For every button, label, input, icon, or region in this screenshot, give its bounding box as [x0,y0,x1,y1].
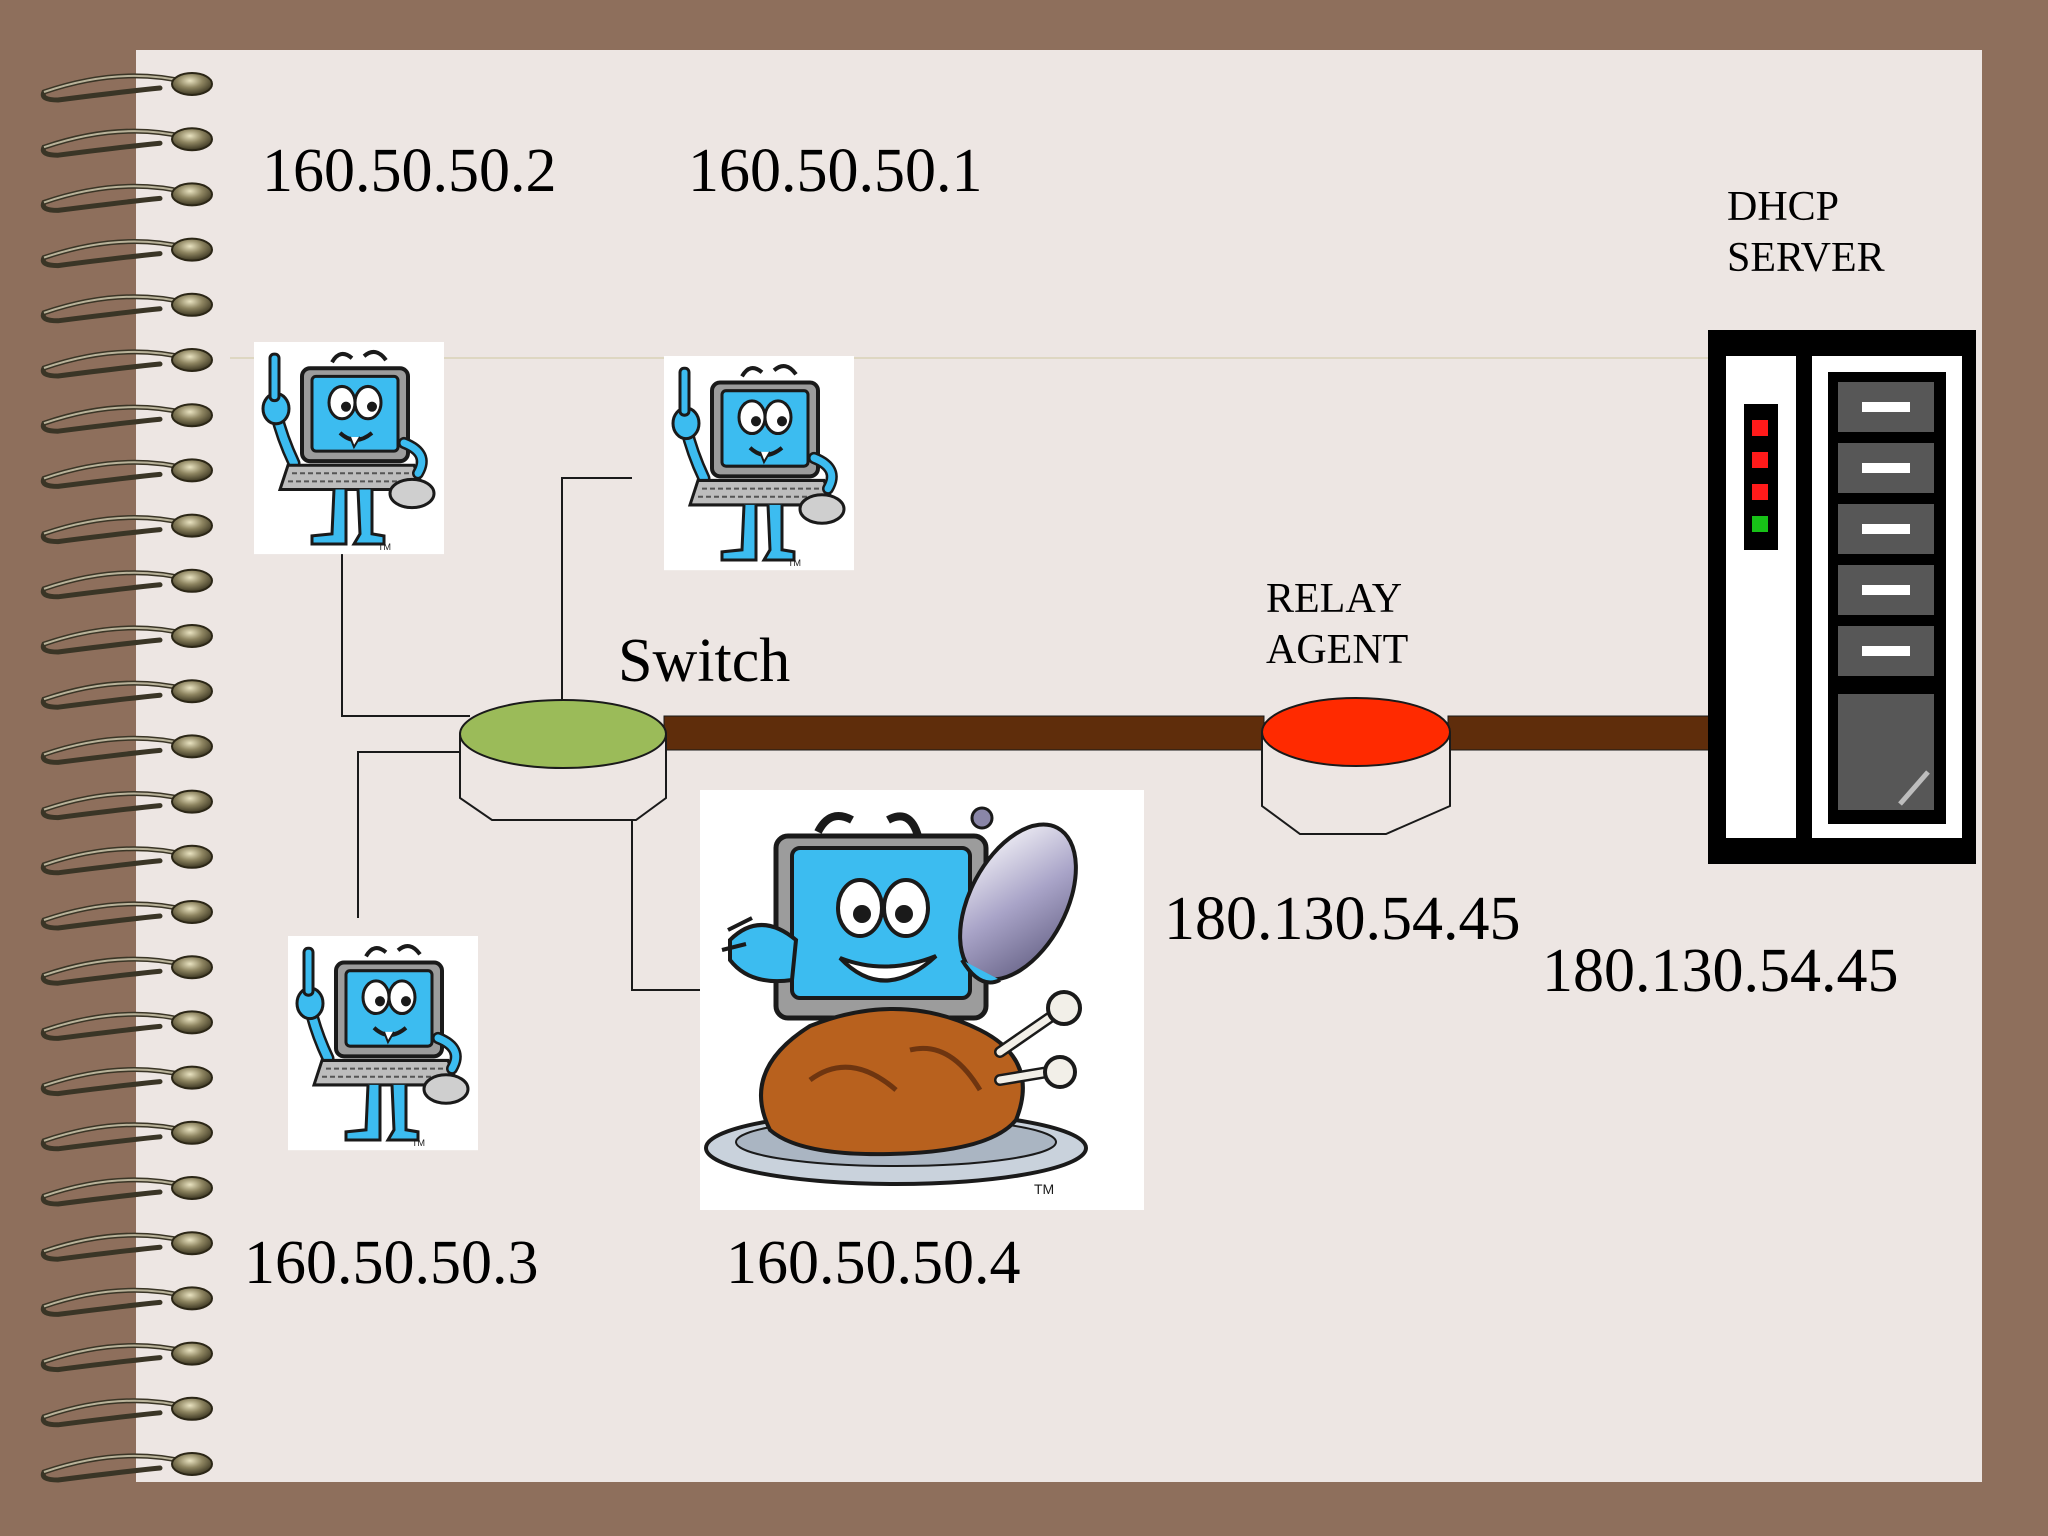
spiral-ring [40,1396,213,1428]
spiral-ring [40,292,213,324]
spiral-ring [40,1010,213,1041]
relay-agent-device [1261,697,1451,835]
spiral-binding [40,72,213,1483]
pointing-computer-icon [664,356,854,570]
spiral-ring [40,844,213,876]
led-red-1 [1752,420,1768,436]
relay-ip-label: 180.130.54.45 [1164,885,1521,953]
spiral-ring [40,734,213,765]
chef-computer-icon: TM [700,790,1144,1210]
lan-cables [341,477,702,991]
drive-bay-slot [1862,524,1910,534]
ip-label-pc4: 160.50.50.4 [726,1229,1021,1297]
relay-agent-label-line1: RELAY [1266,576,1403,622]
ip-label-pc1: 160.50.50.2 [262,137,557,205]
ip-label-pc3: 160.50.50.3 [244,1229,539,1297]
server-tower-icon [1708,330,1976,864]
spiral-ring [40,789,213,821]
led-red-2 [1752,452,1768,468]
spiral-ring [40,348,213,379]
spiral-ring [40,679,213,710]
pointing-computer-icon [254,342,444,554]
led-red-3 [1752,484,1768,500]
cable-pc1 [341,552,470,717]
spiral-ring [40,127,213,158]
drive-bay-slot [1862,402,1910,412]
relay-agent-label-line2: AGENT [1266,627,1409,673]
trunk-relay-to-server [1447,715,1711,751]
drive-bay-slot [1862,463,1910,473]
spiral-ring [40,1120,213,1152]
switch-device [459,699,667,821]
spiral-ring [40,1231,213,1262]
spiral-ring [40,1176,213,1207]
cable-pc4 [631,780,702,991]
spiral-ring [40,1452,213,1483]
dhcp-server-label-line2: SERVER [1727,235,1885,281]
dhcp-server-label-line1: DHCP [1727,184,1840,230]
cable-pc3 [357,751,476,918]
spiral-ring [40,568,213,600]
spiral-ring [40,403,213,434]
relay-agent-label: RELAY AGENT [1266,574,1408,676]
server-ip-label: 180.130.54.45 [1542,937,1899,1005]
spiral-ring [40,458,213,489]
led-green [1752,516,1768,532]
cable-pc2 [561,477,632,702]
spiral-ring [40,900,213,931]
svg-text:TM: TM [1034,1181,1054,1197]
drive-bay-slot [1862,646,1910,656]
switch-label: Switch [618,627,791,695]
spiral-ring [40,955,213,986]
dhcp-server-label: DHCP SERVER [1727,182,1885,284]
spiral-ring [40,72,213,103]
pointing-computer-icon [288,936,478,1150]
spiral-ring [40,624,213,655]
drive-bay-slot [1862,585,1910,595]
spiral-ring [40,513,213,545]
ip-label-pc2: 160.50.50.1 [688,137,983,205]
spiral-ring [40,1341,213,1373]
spiral-ring [40,237,213,269]
spiral-ring [40,182,213,213]
spiral-ring [40,1286,213,1317]
trunk-switch-to-relay [663,715,1265,751]
spiral-ring [40,1065,213,1097]
notebook-page [136,50,1982,1482]
